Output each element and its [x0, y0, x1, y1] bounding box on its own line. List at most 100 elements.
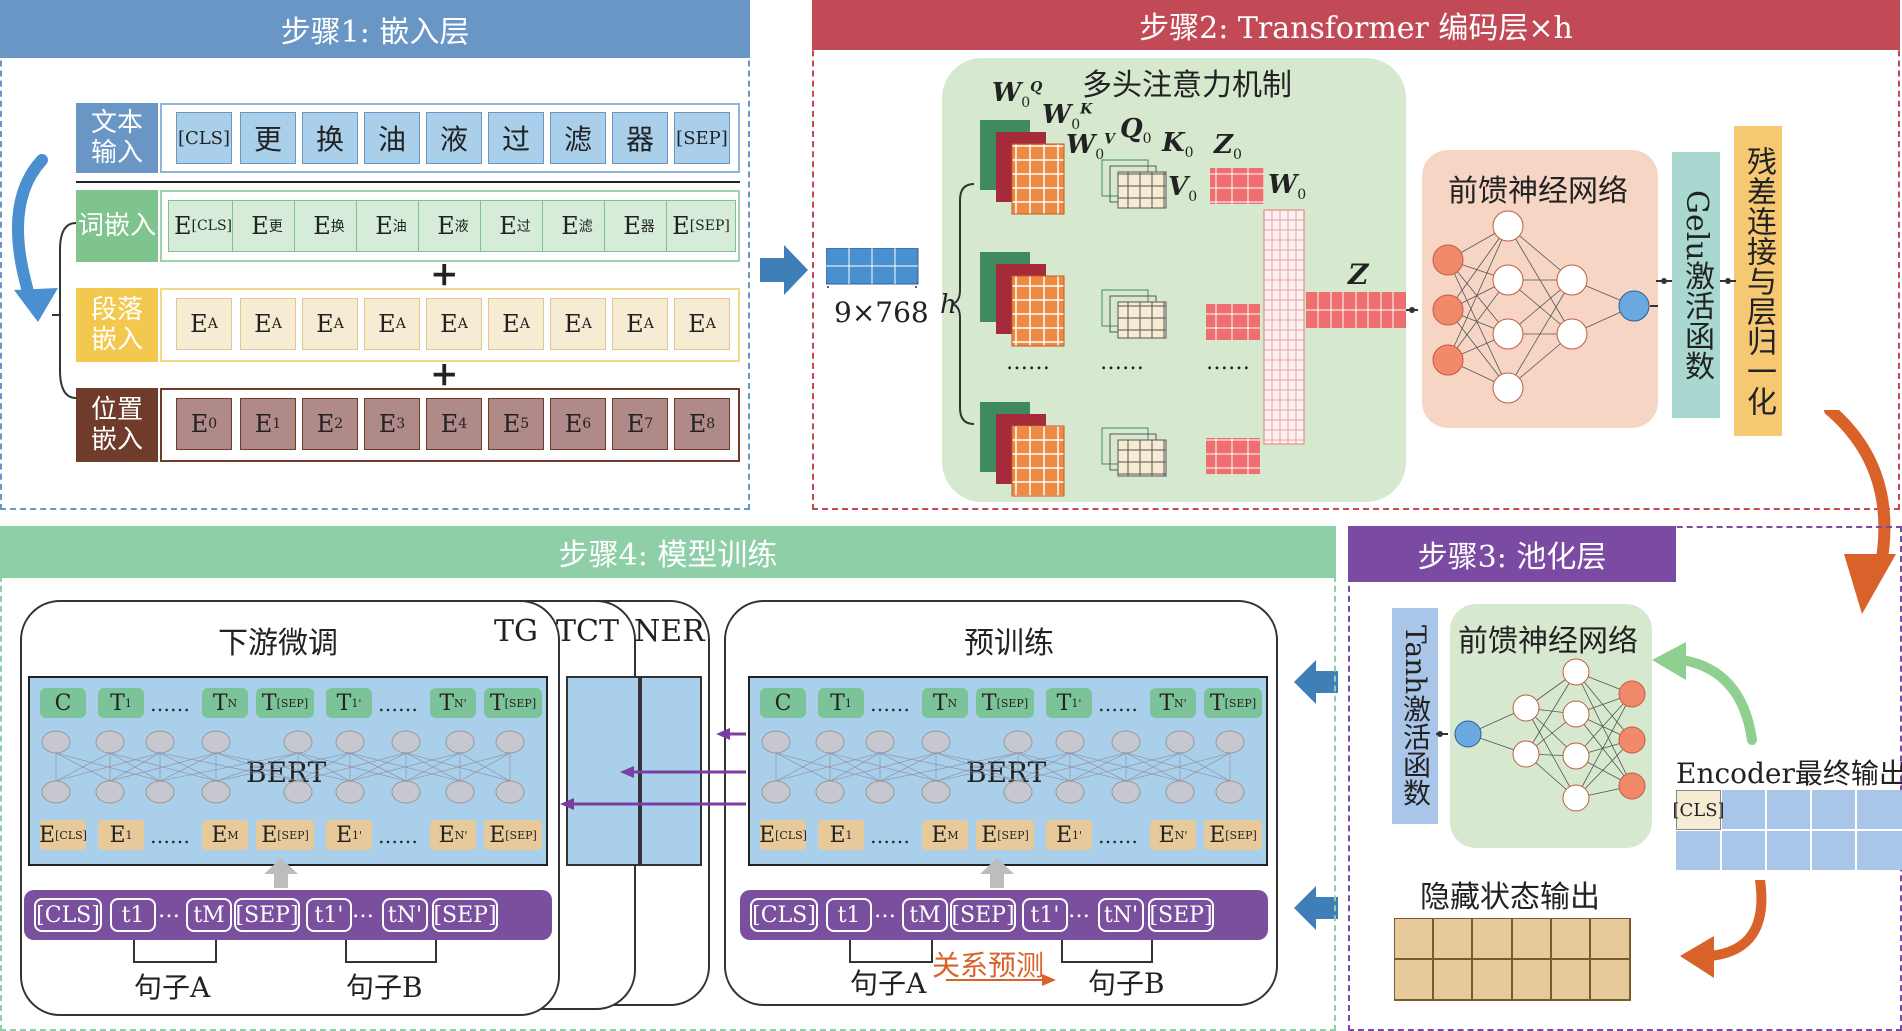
task-ner: NER [634, 614, 705, 649]
finetune-output-token: T[SEP] [256, 688, 314, 718]
token-cell: 油 [364, 112, 420, 164]
wv-main: W [1066, 130, 1096, 160]
pretrain-output-token-sub: 1 [844, 696, 852, 710]
pretrain-embed-token-main: E [829, 822, 846, 848]
pretrain-output-token: T[SEP] [1204, 688, 1262, 718]
pretrain-sentence-brackets [849, 940, 1153, 963]
pretrain-embed-token: E[SEP] [976, 820, 1034, 850]
step3-banner: 步骤3: 池化层 [1348, 526, 1676, 582]
finetune-embed-token-sub: [SEP] [505, 828, 537, 842]
ffn-box-step3 [1450, 604, 1652, 848]
task-tg: TG [494, 614, 538, 649]
finetune-output-token-main: T [336, 690, 352, 716]
pretrain-bert-network [761, 730, 1245, 804]
finetune-output-token-sub: N' [454, 696, 467, 710]
position-embed-cell-sub: 6 [582, 416, 592, 432]
input-token: … [1068, 898, 1090, 923]
word-embed-cell-main: E [499, 212, 517, 240]
pretrain-output-token-main: T [1056, 690, 1072, 716]
token-cell: [SEP] [674, 112, 730, 164]
tanh-text: Tanh激活函数 [1399, 625, 1432, 807]
finetune-sentence-b: 句子B [346, 971, 423, 1004]
cls-cell: [CLS] [1672, 790, 1725, 830]
pretrain-output-token-main: C [774, 690, 792, 716]
pretrain-output-token: …… [1098, 692, 1138, 716]
head-brace [951, 183, 975, 425]
finetune-output-token-main: T [261, 690, 277, 716]
bert-node [495, 730, 525, 754]
dots-1: …… [1006, 350, 1050, 375]
bert-node [1165, 780, 1195, 804]
pretrain-embed-token: E[SEP] [1204, 820, 1262, 850]
k0-label: K0 [1162, 128, 1194, 161]
arrow-step3-to-step4-a [1294, 660, 1338, 704]
finetune-output-token: T[SEP] [484, 688, 542, 718]
pretrain-embed-token: E[CLS] [759, 820, 807, 850]
finetune-output-token: …… [378, 692, 418, 716]
word-embed-cell-sub: 器 [640, 219, 655, 235]
finetune-embed-token-main: …… [150, 824, 190, 848]
arrow-encoder-to-ffn [1652, 642, 1757, 745]
w0-label: W0 [1268, 170, 1306, 203]
input-token: [CLS] [34, 898, 102, 932]
finetune-output-token-sub: N [227, 696, 238, 710]
bert-node [41, 780, 71, 804]
finetune-title: 下游微调 [218, 626, 338, 661]
connectors-step2 [1656, 278, 1736, 284]
pretrain-sentence-b: 句子B [1088, 967, 1165, 1000]
word-embed-cell-sub: 换 [330, 219, 345, 235]
position-embed-cell-main: E [564, 410, 583, 438]
segment-embed-cell-sub: A [519, 316, 530, 332]
bert-node [495, 780, 525, 804]
bert-node [921, 780, 951, 804]
gelu-box: Gelu激活函数 [1672, 152, 1720, 418]
z-matrix [1306, 292, 1418, 328]
pretrain-embed-token-sub: 1' [1072, 828, 1083, 842]
finetune-output-token-sub: [SEP] [276, 696, 309, 710]
word-embed-cell-main: E [251, 212, 269, 240]
text-input-label: 文本输入 [76, 103, 158, 173]
position-embed-cell-main: E [378, 410, 397, 438]
matrix-size-label: 9×768 [834, 296, 929, 329]
token-cell-main: 油 [377, 123, 406, 156]
token-cell: 换 [302, 112, 358, 164]
word-embed-cell-main: E [623, 212, 641, 240]
bert-node [41, 730, 71, 754]
k0-main: K [1162, 128, 1185, 158]
bert-node [1111, 780, 1141, 804]
dots-3: …… [1206, 350, 1250, 375]
finetune-output-token-main: T [439, 690, 455, 716]
wq-sup: Q [1030, 79, 1043, 96]
wq-main: W [992, 78, 1022, 108]
pretrain-embed-token-main: E [981, 822, 998, 848]
divider-line [76, 181, 740, 183]
segment-embed-cell-sub: A [457, 316, 468, 332]
bert-node [1055, 730, 1085, 754]
pretrain-embed-token-main: E [931, 822, 948, 848]
position-embed-label-text: 位置嵌入 [90, 395, 143, 455]
pretrain-embed-token-main: …… [870, 824, 910, 848]
bert-node [283, 780, 313, 804]
pretrain-embed-token-main: E [1209, 822, 1226, 848]
bert-node [1055, 780, 1085, 804]
word-embed-label-text: 词嵌入 [77, 211, 156, 241]
input-token: tN' [1098, 898, 1144, 932]
finetune-embed-token-sub: [CLS] [55, 828, 87, 842]
word-embed-cell-sub: 滤 [578, 219, 593, 235]
pretrain-output-token-sub: [SEP] [1224, 696, 1257, 710]
pretrain-output-token: C [760, 688, 806, 718]
word-embed-cell-sub: 过 [516, 219, 531, 235]
